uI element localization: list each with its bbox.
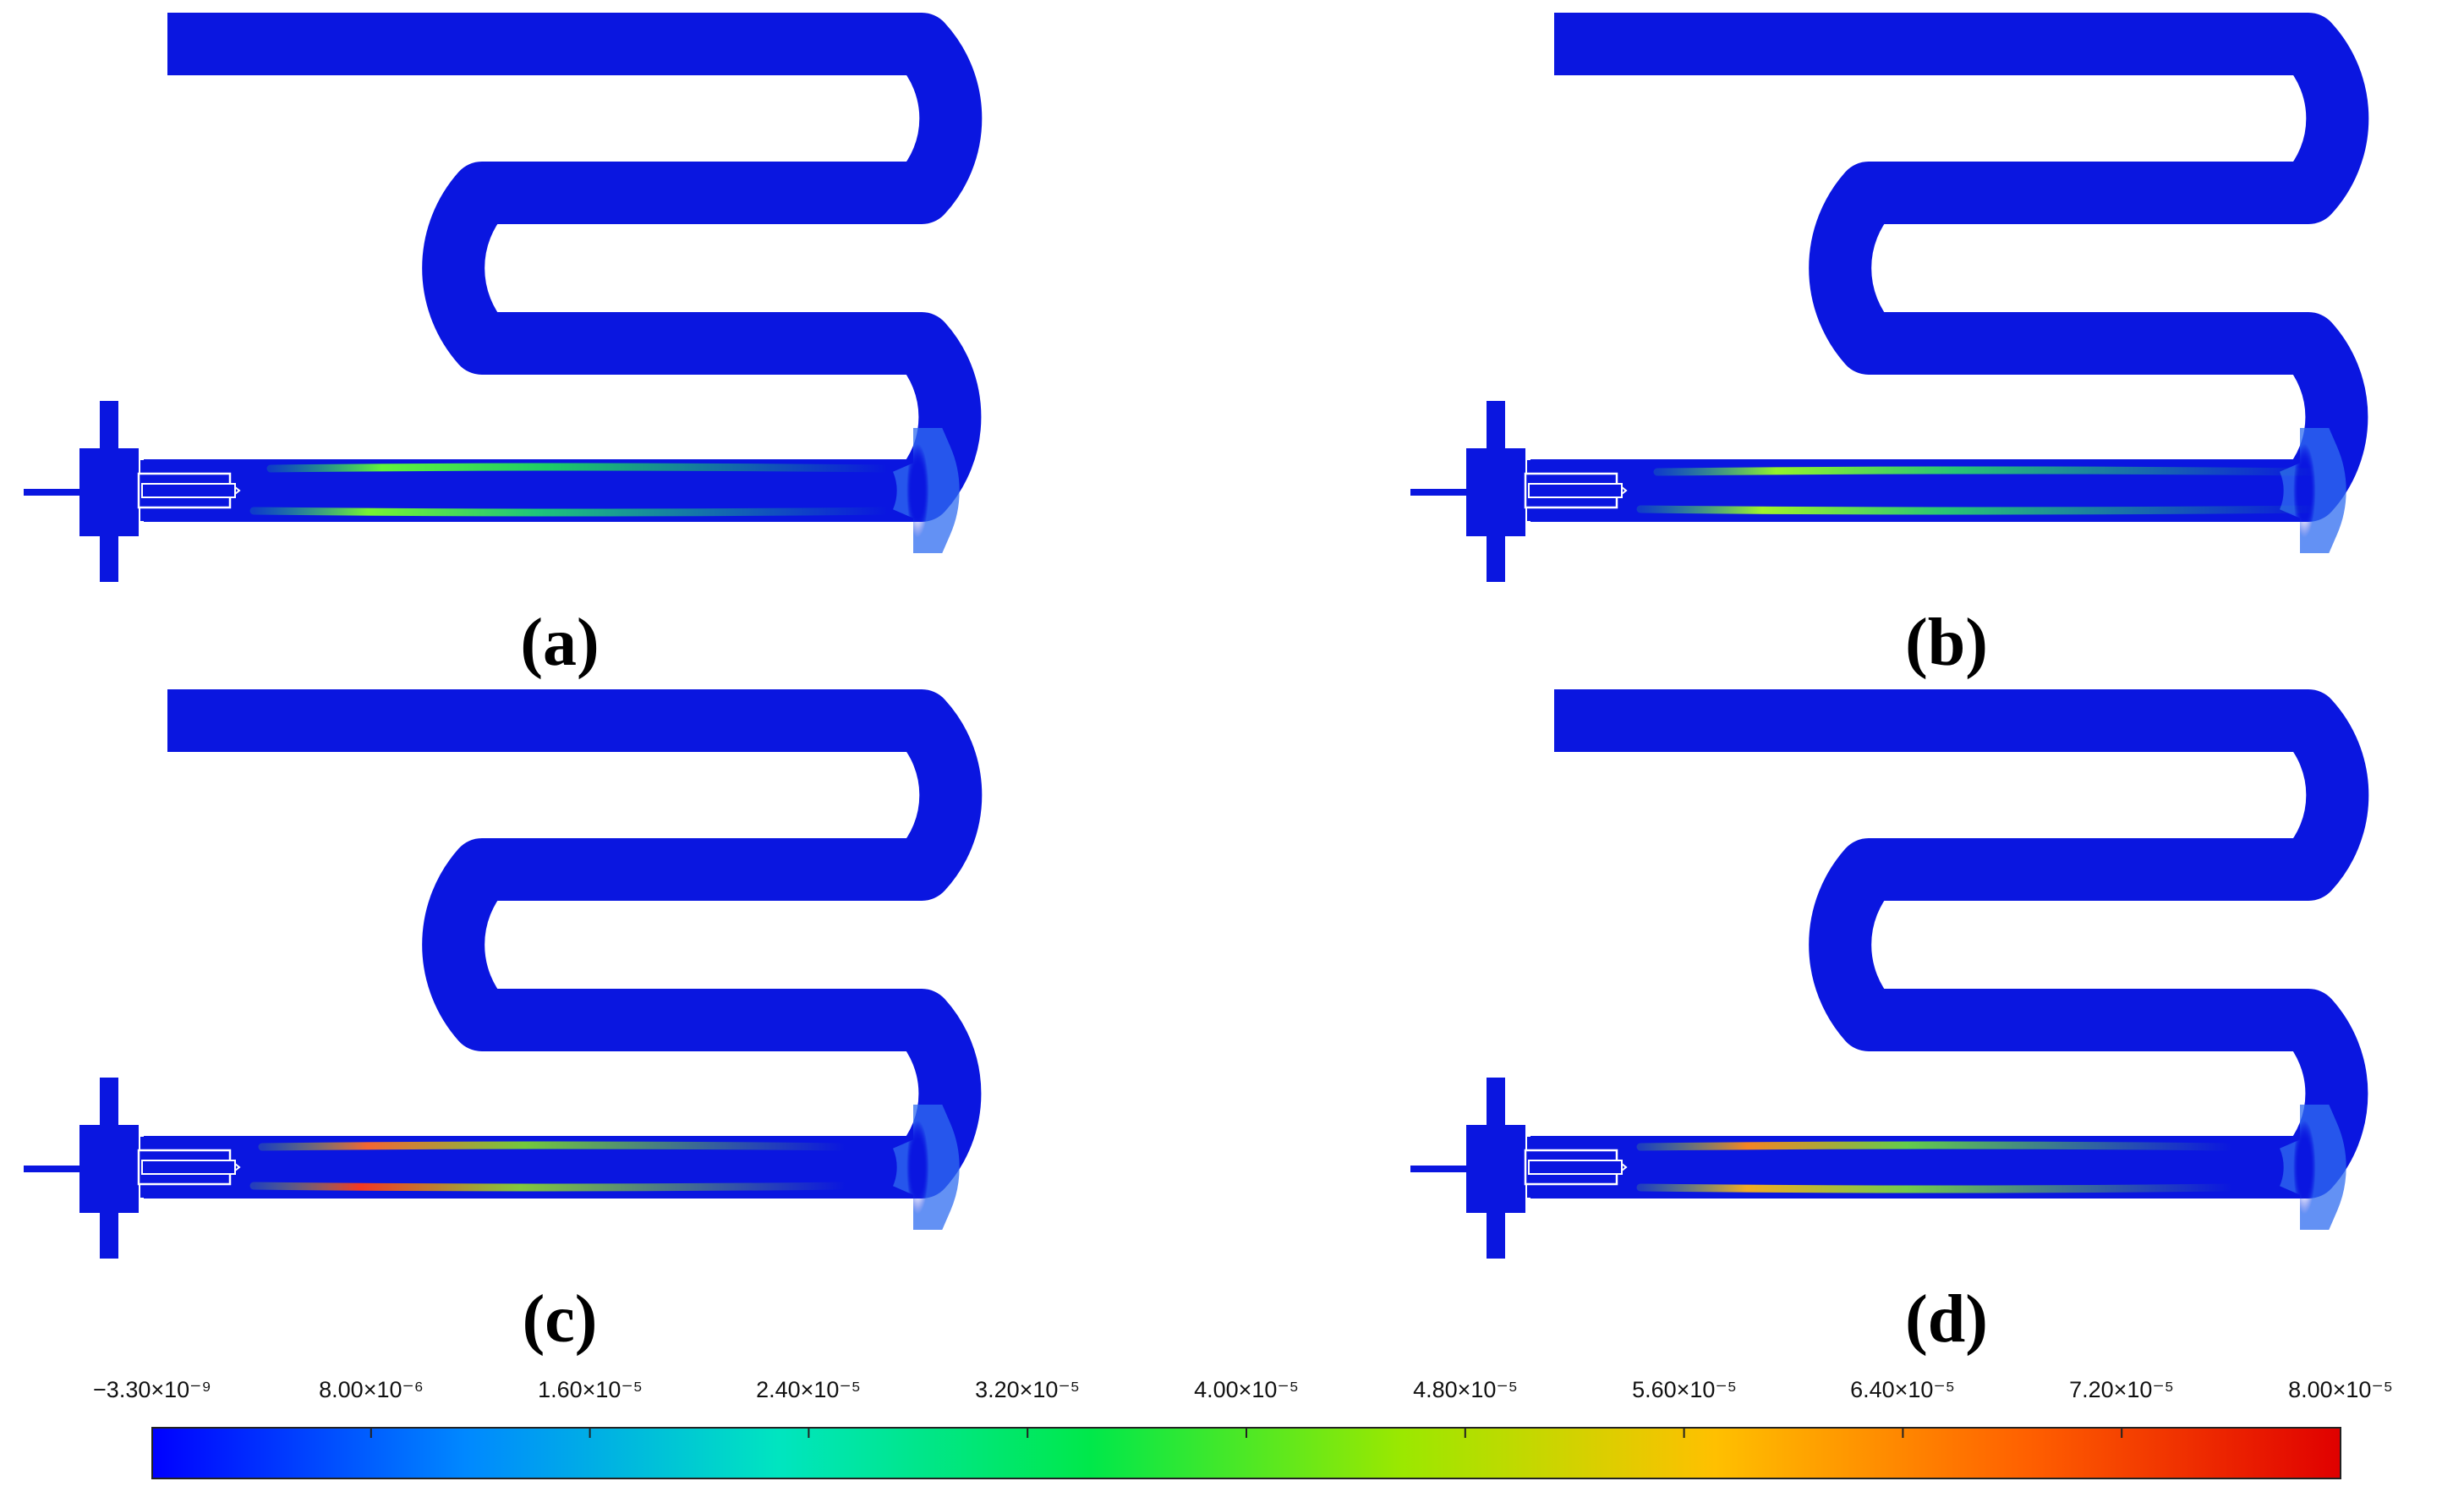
- inlet-needle: [24, 1166, 151, 1172]
- nozzle-tip: [1621, 1163, 1628, 1171]
- panel-b: [1387, 0, 2464, 643]
- channel-body: [144, 689, 983, 1199]
- colorbar-tick-label: 6.40×10⁻⁵: [1850, 1377, 1955, 1402]
- bend-wall-shading: [2279, 1105, 2346, 1230]
- concentration-streak: [266, 463, 892, 473]
- nozzle-inner: [1528, 483, 1623, 498]
- panel-a: [0, 0, 1184, 643]
- colorbar-tick-label: 7.20×10⁻⁵: [2069, 1377, 2174, 1402]
- colorbar-ticks: [151, 1428, 2341, 1438]
- concentration-streak: [249, 1182, 850, 1192]
- panel-c: [0, 677, 1184, 1319]
- colorbar-tick-label: 4.80×10⁻⁵: [1413, 1377, 1518, 1402]
- serpentine-reactor-c: [24, 689, 983, 1259]
- colorbar: [151, 1427, 2341, 1479]
- colorbar-tick-label: 2.40×10⁻⁵: [756, 1377, 861, 1402]
- panel-label-a: (a): [520, 606, 600, 680]
- panel-label-d: (d): [1905, 1282, 1988, 1357]
- nozzle-tip: [234, 1163, 241, 1171]
- colorbar-tick-label: 3.20×10⁻⁵: [975, 1377, 1080, 1402]
- inlet-needle: [1410, 1166, 1537, 1172]
- colorbar-tick-label: 4.00×10⁻⁵: [1194, 1377, 1299, 1402]
- bend-wall-shading: [892, 428, 960, 553]
- colorbar-tick-label: 1.60×10⁻⁵: [538, 1377, 643, 1402]
- nozzle-tip: [1621, 486, 1628, 495]
- concentration-streak: [1636, 1141, 2237, 1151]
- channel-body: [1530, 689, 2369, 1199]
- nozzle-inner: [1528, 1160, 1623, 1175]
- concentration-streak: [1636, 505, 2321, 515]
- serpentine-reactor-a: [24, 13, 983, 582]
- colorbar-tick-label: 5.60×10⁻⁵: [1632, 1377, 1737, 1402]
- colorbar-tick-label: 8.00×10⁻⁵: [2288, 1377, 2393, 1402]
- channel-body: [1530, 13, 2369, 522]
- colorbar-tick-label: −3.30×10⁻⁹: [93, 1377, 211, 1402]
- concentration-streak: [258, 1141, 850, 1151]
- channel-body: [144, 13, 983, 522]
- nozzle-inner: [141, 483, 236, 498]
- colorbar-tick-label: 8.00×10⁻⁶: [319, 1377, 424, 1402]
- concentration-streak: [249, 507, 892, 517]
- nozzle-tip: [234, 486, 241, 495]
- panel-label-c: (c): [522, 1282, 598, 1357]
- serpentine-reactor-d: [1410, 689, 2369, 1259]
- bend-wall-shading: [892, 1105, 960, 1230]
- inlet-needle: [24, 489, 151, 496]
- concentration-streak: [1636, 1183, 2237, 1193]
- inlet-needle: [1410, 489, 1537, 496]
- concentration-streak: [1653, 466, 2321, 476]
- panel-d: [1387, 677, 2464, 1319]
- bend-wall-shading: [2279, 428, 2346, 553]
- panel-label-b: (b): [1905, 606, 1988, 680]
- serpentine-reactor-b: [1410, 13, 2369, 582]
- nozzle-inner: [141, 1160, 236, 1175]
